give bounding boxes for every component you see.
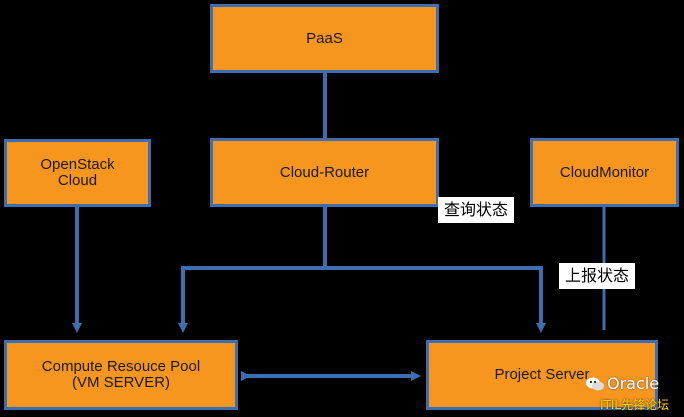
cloud-router-label: Cloud-Router xyxy=(279,163,370,181)
router-to-project-arrow xyxy=(325,266,546,333)
watermark-brand: Oracle xyxy=(607,374,660,393)
paas-label: PaaS xyxy=(306,29,343,47)
router-to-compute-arrow xyxy=(178,266,325,333)
wechat-icon xyxy=(586,377,604,391)
cloud-router-node: Cloud-Router xyxy=(210,138,439,207)
cloud-monitor-node: CloudMonitor xyxy=(530,138,679,207)
query-status-label: 查询状态 xyxy=(438,197,515,223)
paas-node: PaaS xyxy=(210,4,439,73)
project-server-label: Project Server xyxy=(494,366,590,383)
report-status-label: 上报状态 xyxy=(559,263,636,289)
compute-resource-pool-label: Compute Resouce Pool (VM SERVER) xyxy=(41,358,201,391)
openstack-cloud-label: OpenStack Cloud xyxy=(40,156,115,189)
watermark-forum: ITIL先锋论坛 xyxy=(600,398,670,412)
cloud-monitor-label: CloudMonitor xyxy=(559,163,650,181)
project-server-node: Project Server xyxy=(426,340,658,410)
openstack-cloud-node: OpenStack Cloud xyxy=(4,139,151,207)
compute-resource-pool-node: Compute Resouce Pool (VM SERVER) xyxy=(4,340,238,410)
